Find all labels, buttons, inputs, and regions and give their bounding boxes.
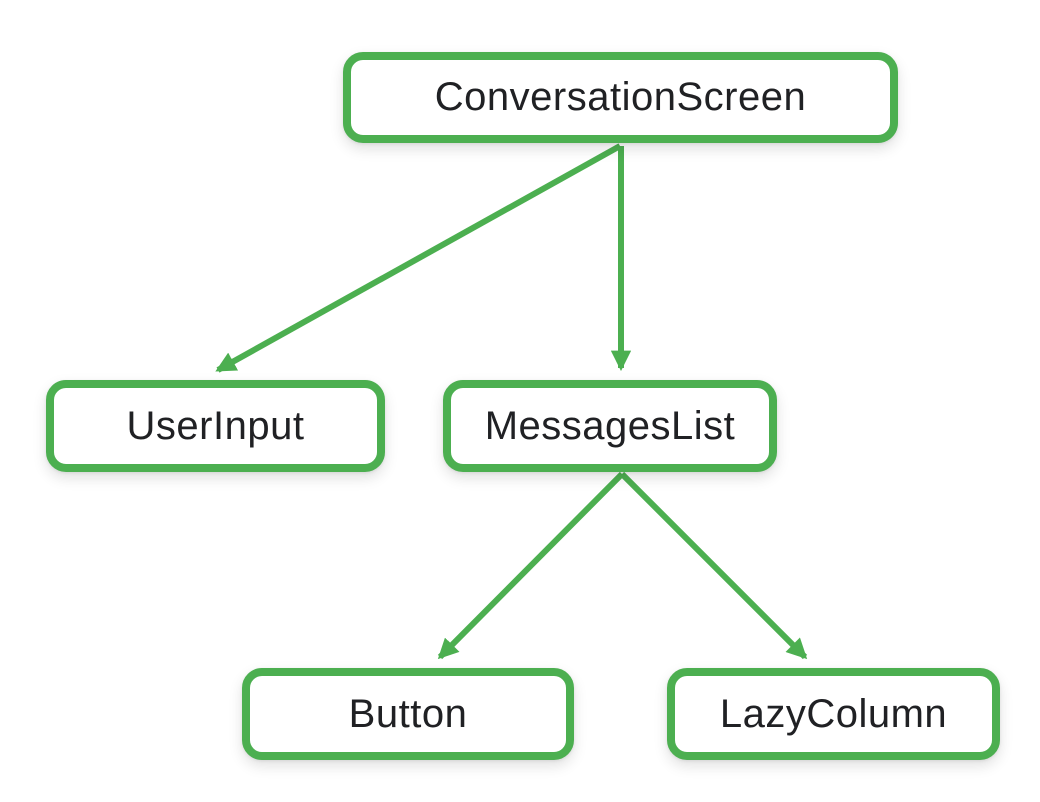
node-messages-list-label: MessagesList <box>484 403 736 448</box>
node-conversation-screen: ConversationScreen <box>343 52 898 143</box>
edge-messageslist-lazycolumn-arrow <box>619 471 808 660</box>
node-conversation-screen-label: ConversationScreen <box>434 75 807 119</box>
node-user-input-label: UserInput <box>126 403 305 448</box>
edge-messageslist-button-arrow <box>437 471 625 660</box>
node-button-label: Button <box>348 691 468 736</box>
node-button: Button <box>242 668 574 760</box>
node-lazy-column-label: LazyColumn <box>719 691 948 736</box>
node-lazy-column: LazyColumn <box>667 668 1000 760</box>
edge-conversationscreen-userinput-arrow <box>215 143 622 373</box>
node-messages-list: MessagesList <box>443 380 777 472</box>
node-user-input: UserInput <box>46 380 385 472</box>
